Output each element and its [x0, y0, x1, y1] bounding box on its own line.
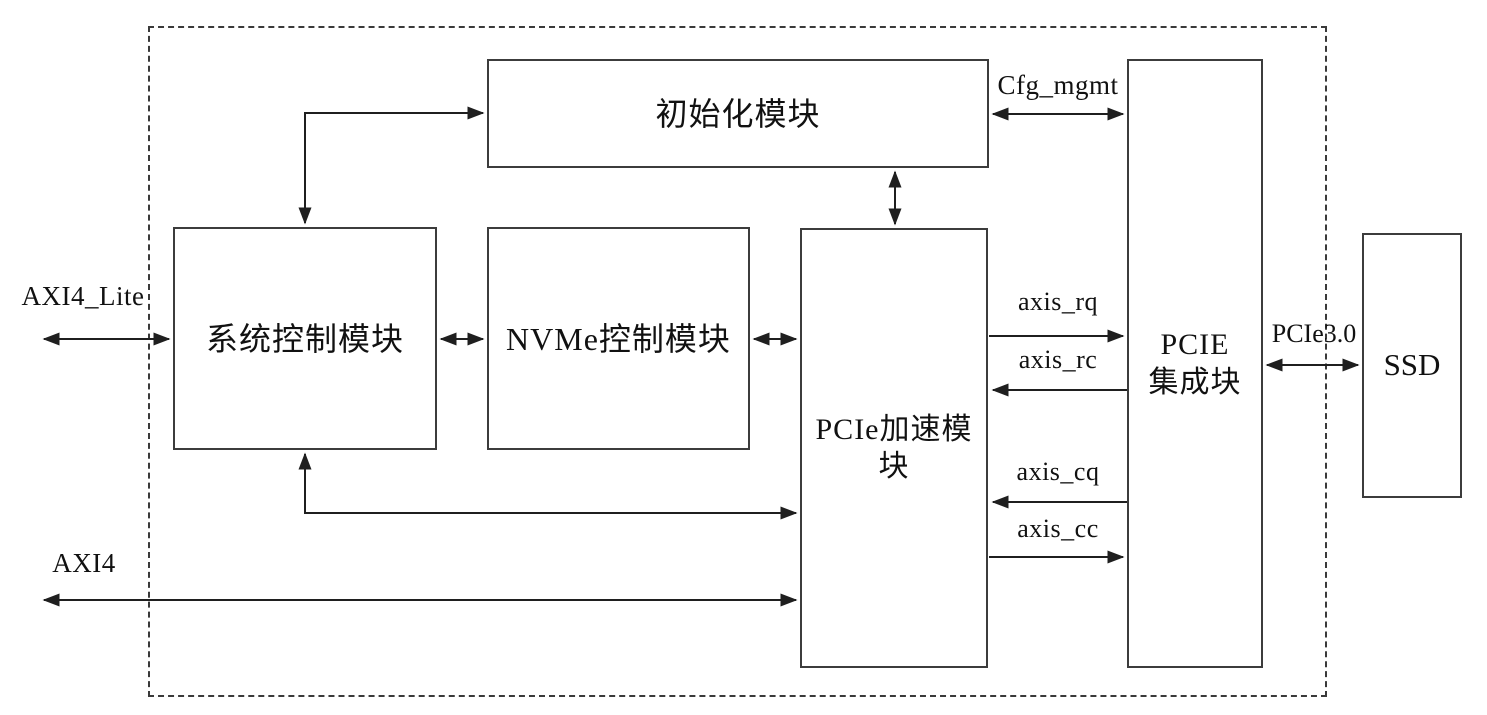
signal-label-axis-rq: axis_rq	[1017, 287, 1099, 316]
signal-label-cfg-mgmt: Cfg_mgmt	[997, 70, 1119, 100]
arrow-sys-to-init-elbow	[298, 106, 485, 225]
signal-label-axis-rc: axis_rc	[1018, 345, 1098, 374]
signal-label-pcie3: PCIe3.0	[1271, 319, 1357, 348]
block-pcie-accel-module: PCIe加速模块	[800, 228, 988, 668]
block-nvme-control-label: NVMe控制模块	[506, 320, 731, 357]
block-system-control-label: 系统控制模块	[205, 320, 404, 357]
block-pcie-integration-label-line1: PCIE	[1160, 328, 1230, 361]
signal-label-axi4: AXI4	[52, 548, 116, 578]
block-ssd: SSD	[1362, 233, 1462, 498]
arrow-accel-to-sys-elbow	[298, 452, 798, 520]
block-nvme-control-module: NVMe控制模块	[487, 227, 750, 450]
signal-label-axis-cq: axis_cq	[1016, 457, 1100, 486]
signal-label-axis-cc: axis_cc	[1017, 514, 1099, 543]
block-pcie-integration-label-line2: 集成块	[1148, 365, 1242, 399]
block-ssd-label: SSD	[1383, 347, 1441, 383]
block-system-control-module: 系统控制模块	[173, 227, 437, 450]
block-pcie-accel-label: PCIe加速模块	[815, 412, 973, 484]
block-pcie-integration: PCIE 集成块	[1127, 59, 1263, 668]
signal-label-axi4-lite: AXI4_Lite	[21, 281, 145, 311]
block-init-module: 初始化模块	[487, 59, 989, 168]
block-init-label: 初始化模块	[655, 95, 821, 132]
